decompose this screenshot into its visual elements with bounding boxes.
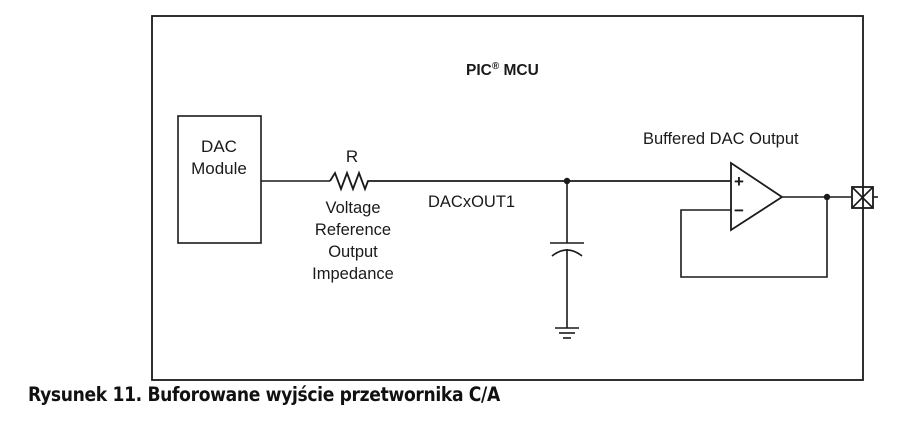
resistor-icon bbox=[329, 170, 373, 192]
resistor-description-line: Voltage bbox=[325, 199, 380, 217]
ground-icon bbox=[555, 327, 579, 339]
mcu-title-main: PIC bbox=[466, 62, 492, 79]
buffered-output-label: Buffered DAC Output bbox=[643, 130, 799, 148]
resistor-name-label: R bbox=[346, 147, 358, 166]
opamp-minus-sign: − bbox=[734, 201, 744, 220]
dac-module-label-line1: DAC bbox=[201, 137, 237, 156]
figure-caption: Rysunek 11. Buforowane wyjście przetworn… bbox=[28, 383, 500, 406]
resistor-description-line: Output bbox=[328, 243, 378, 261]
mcu-title-registered: ® bbox=[492, 61, 500, 72]
wire-feedback bbox=[680, 197, 828, 278]
net-label-dacxout1: DACxOUT1 bbox=[428, 193, 515, 211]
junction-dot-output bbox=[823, 193, 831, 201]
mcu-title-rest: MCU bbox=[499, 62, 539, 79]
junction-dot-capacitor bbox=[563, 177, 571, 185]
dac-module-box bbox=[177, 115, 262, 244]
opamp-icon bbox=[730, 161, 784, 232]
dac-module-label-line2: Module bbox=[191, 159, 247, 178]
resistor-description-line: Impedance bbox=[312, 265, 394, 283]
opamp-plus-sign: + bbox=[734, 172, 744, 191]
resistor-description-line: Reference bbox=[315, 221, 391, 239]
output-pin-icon bbox=[851, 186, 878, 209]
mcu-title: PIC® MCU bbox=[466, 61, 539, 79]
